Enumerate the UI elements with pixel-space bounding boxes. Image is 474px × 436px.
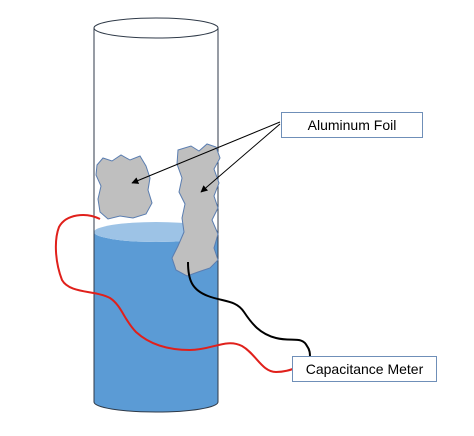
aluminum-foil-label: Aluminum Foil — [281, 112, 423, 138]
cylinder-top-rim — [93, 17, 219, 39]
cylinder-bottom-rim — [93, 401, 219, 413]
red-wire — [54, 214, 297, 374]
arrow-to-left-foil — [131, 121, 281, 184]
water-body — [94, 232, 218, 412]
arrow-to-right-foil — [200, 123, 281, 193]
foil-right — [171, 143, 221, 277]
capacitance-meter-label: Capacitance Meter — [292, 356, 437, 382]
black-wire — [187, 261, 311, 358]
foil-left — [95, 154, 153, 220]
